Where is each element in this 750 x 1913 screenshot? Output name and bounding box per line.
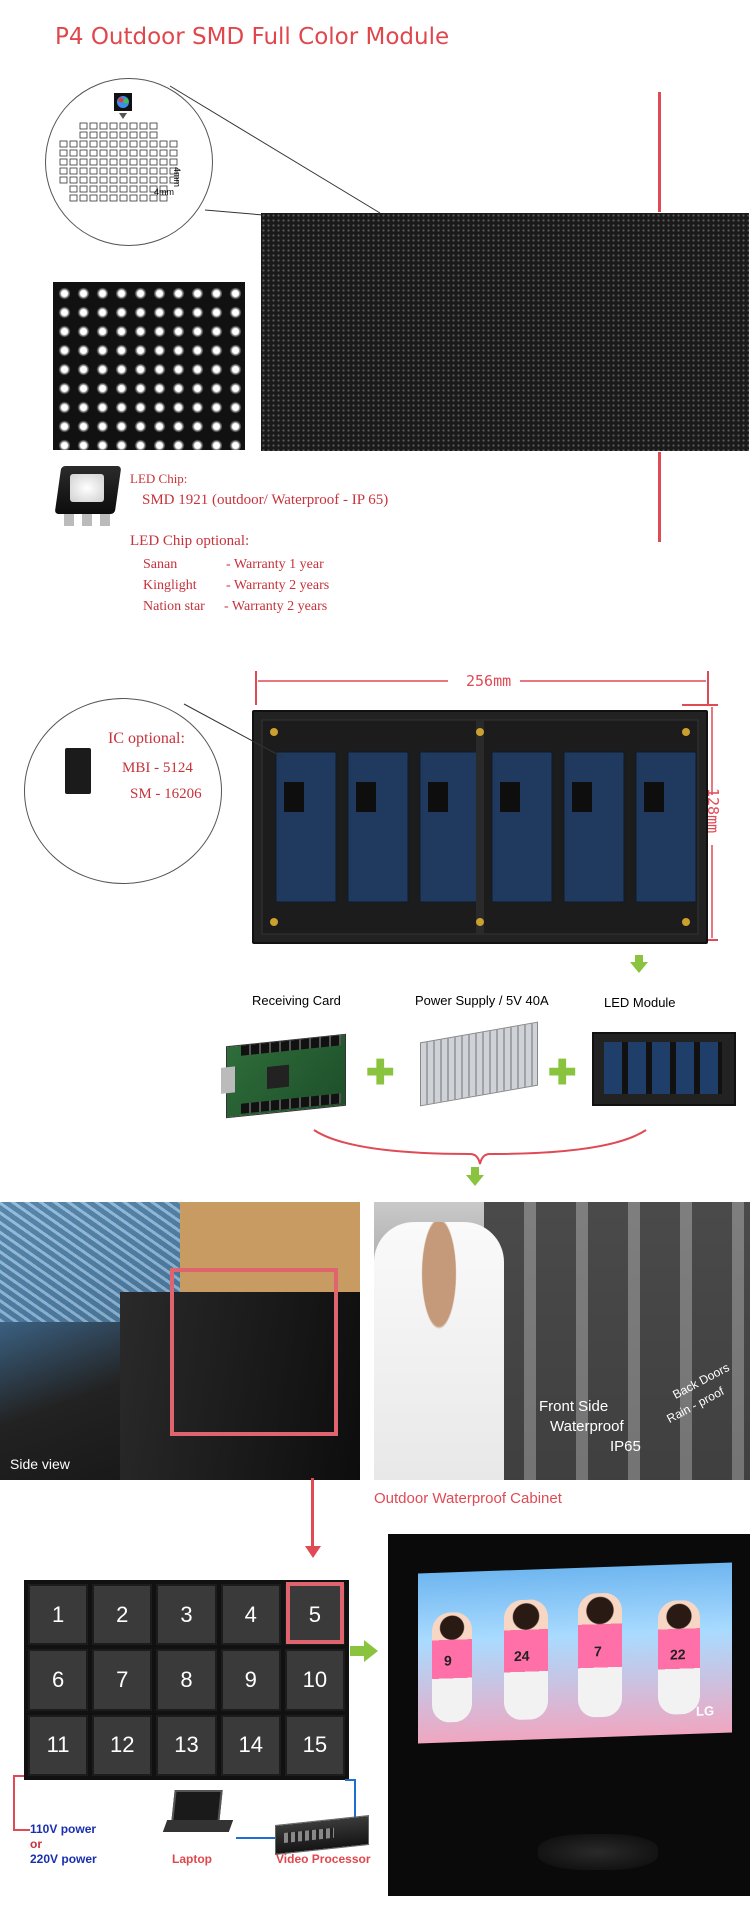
side-view-label: Side view [10, 1456, 70, 1472]
down-arrow-icon [305, 1546, 321, 1558]
cabinet-cell: 6 [28, 1649, 89, 1711]
component-label-power-supply: Power Supply / 5V 40A [415, 993, 549, 1008]
plus-icon: ✚ [366, 1054, 395, 1092]
pixel-matrix-diagram [59, 93, 178, 202]
cabinet-cell: 3 [156, 1584, 217, 1646]
laptop-icon [162, 1790, 234, 1836]
leader-line [169, 85, 381, 216]
cabinet-cell: 7 [92, 1649, 153, 1711]
side-view-photo: Side view [0, 1202, 360, 1480]
ic-chip-photo [60, 748, 96, 794]
cabinet-cell: 8 [156, 1649, 217, 1711]
jersey-number: 9 [444, 1652, 452, 1669]
ic-leader-line [183, 703, 285, 759]
led-module-back [252, 710, 708, 944]
chip-option-brand: Sanan [143, 557, 178, 572]
pitch-label-horizontal: 4mm [154, 187, 174, 197]
led-chip-value: SMD 1921 (outdoor/ Waterproof - IP 65) [142, 492, 389, 508]
dimension-lines [255, 671, 718, 941]
jersey-number: 7 [594, 1643, 602, 1660]
chip-option-brand: Nation star [143, 599, 205, 614]
power-supply-photo [420, 1021, 538, 1107]
receiving-card-photo [221, 1033, 346, 1119]
down-arrow-stem [635, 955, 643, 964]
cabinet-cell: 1 [28, 1584, 89, 1646]
cabinet-cell: 14 [220, 1714, 281, 1776]
cabinet-cell: 13 [156, 1714, 217, 1776]
power-or-label: or [30, 1837, 42, 1851]
down-arrow-stem [471, 1167, 479, 1176]
ic-magnifier [24, 698, 222, 884]
jersey-number: 24 [514, 1647, 530, 1665]
chip-option-warranty: - Warranty 1 year [226, 557, 324, 572]
arrow-connector [311, 1478, 314, 1548]
width-dimension-label: 256mm [466, 672, 512, 690]
led-screen-photo: 9 24 7 22 LG [388, 1534, 750, 1896]
cabinet-cell: 2 [92, 1584, 153, 1646]
component-label-receiving-card: Receiving Card [252, 993, 341, 1008]
down-arrow-icon [466, 1175, 484, 1186]
cabinet-cell: 5 [284, 1584, 345, 1646]
led-chip-optional-heading: LED Chip optional: [130, 533, 250, 549]
grouping-brace [313, 1129, 647, 1165]
cabinet-caption: Outdoor Waterproof Cabinet [374, 1490, 562, 1507]
led-module-front [261, 213, 749, 451]
video-processor-label: Video Processor [276, 1852, 371, 1866]
size-marker-top [658, 92, 661, 212]
down-arrow-icon [630, 962, 648, 973]
selected-cabinet-highlight [286, 1582, 344, 1644]
led-chip-heading: LED Chip: [130, 471, 188, 486]
size-marker-bottom [658, 452, 661, 542]
ip65-label: IP65 [610, 1438, 641, 1455]
chip-option-warranty: - Warranty 2 years [224, 599, 328, 614]
jersey-number: 22 [670, 1646, 686, 1663]
laptop-label: Laptop [172, 1852, 212, 1866]
chip-option-warranty: - Warranty 2 years [226, 578, 330, 593]
power-label: 110V power [30, 1822, 97, 1836]
cabinet-cell: 9 [220, 1649, 281, 1711]
component-label-led-module: LED Module [604, 995, 676, 1010]
cabinet-cell: 15 [284, 1714, 345, 1776]
led-module-photo [592, 1032, 736, 1106]
screen-brand-logo: LG [696, 1703, 715, 1719]
cabinet-cell: 12 [92, 1714, 153, 1776]
front-side-label: Front Side [539, 1398, 609, 1415]
ic-option: SM - 16206 [130, 786, 202, 802]
pixel-magnifier: 4mm 4mm [45, 78, 213, 246]
led-closeup-photo [53, 282, 245, 450]
cabinet-cell: 4 [220, 1584, 281, 1646]
ic-heading: IC optional: [108, 730, 185, 747]
ic-option: MBI - 5124 [122, 760, 193, 776]
power-label: 220V power [30, 1852, 97, 1866]
cabinet-assembly-photo: Front Side Waterproof IP65 Back Doors Ra… [374, 1202, 750, 1480]
plus-icon: ✚ [548, 1054, 577, 1092]
page-title: P4 Outdoor SMD Full Color Module [55, 24, 450, 50]
cabinet-cell: 11 [28, 1714, 89, 1776]
led-chip-photo [54, 462, 124, 532]
waterproof-label: Waterproof [550, 1418, 624, 1435]
cabinet-cell: 10 [284, 1649, 345, 1711]
chip-option-brand: Kinglight [143, 578, 197, 593]
